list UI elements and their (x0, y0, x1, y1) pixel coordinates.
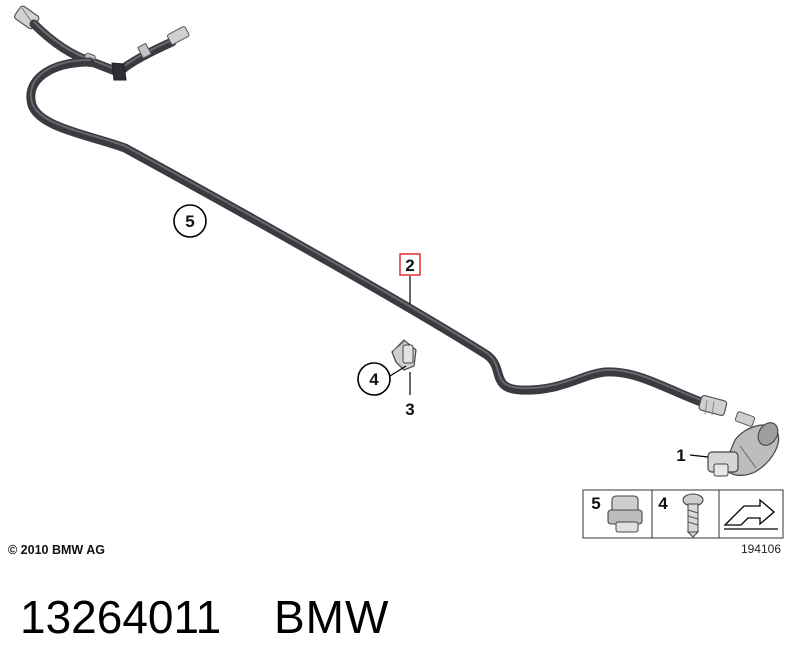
callout-1-label: 1 (676, 446, 685, 465)
callout-3-label: 3 (405, 400, 414, 419)
callout-4[interactable]: 4 (357, 362, 391, 396)
hose-end-fitting-right (698, 394, 756, 427)
callout-1[interactable]: 1 (676, 446, 685, 465)
legend-cell-b-label: 4 (658, 494, 668, 513)
callout-3[interactable]: 3 (405, 400, 414, 419)
callout-5[interactable]: 5 (173, 204, 207, 238)
nozzle-connector (707, 422, 780, 477)
brand-name: BMW (274, 591, 389, 643)
clamp-icon (607, 495, 643, 533)
clip-part (391, 339, 417, 371)
diagram-number: 194106 (741, 542, 781, 556)
legend-panel: 5 4 (582, 489, 784, 539)
leader-line-1 (689, 454, 709, 458)
branch-hose (113, 26, 190, 78)
arrow-indicator-icon (723, 498, 778, 530)
callout-2[interactable]: 2 (399, 253, 421, 276)
main-hose (26, 57, 717, 411)
callout-2-label: 2 (405, 256, 414, 275)
screw-icon (682, 493, 704, 538)
legend-cell-a-label: 5 (591, 494, 600, 513)
part-number: 13264011 (20, 591, 221, 643)
callout-4-label: 4 (369, 370, 379, 389)
copyright-text: © 2010 BMW AG (8, 543, 105, 557)
leader-line-4 (389, 365, 407, 377)
callout-5-label: 5 (185, 212, 194, 231)
